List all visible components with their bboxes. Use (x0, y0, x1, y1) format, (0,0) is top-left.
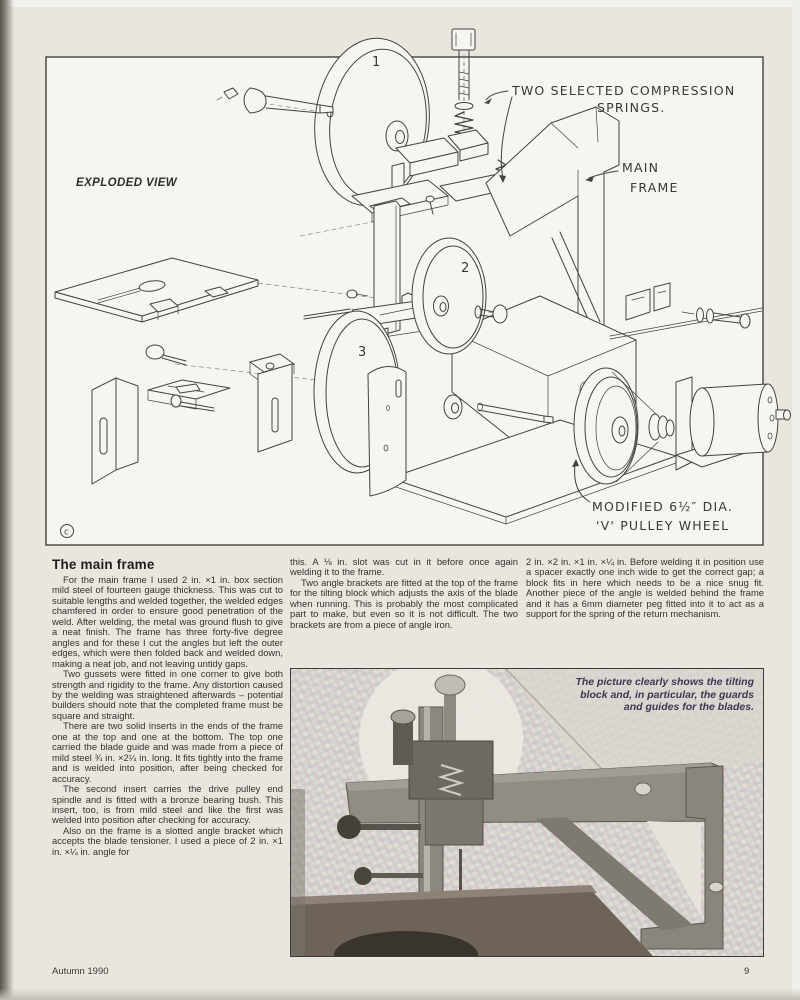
drive-axle (477, 402, 554, 424)
exploded-view-label: EXPLODED VIEW (76, 177, 178, 189)
scan-edge-bottom (0, 988, 800, 1000)
text-column-1: The main frame For the main frame I used… (52, 557, 283, 857)
scan-edge-left (0, 0, 14, 1000)
caption-line: and guides for the blades. (623, 701, 754, 713)
paragraph: Two gussets were fitted in one corner to… (52, 668, 283, 721)
wheel-axle-knob (216, 87, 334, 114)
photo-bolt-cluster (390, 674, 494, 846)
scan-edge-right (792, 0, 800, 1000)
springs-label-line2: SPRINGS. (597, 100, 665, 115)
pulley-label-line2: 'V' PULLEY WHEEL (596, 518, 729, 533)
paragraph: 2 in. ×2 in. ×1 in. ×¼ in. Before weldin… (526, 556, 764, 620)
pulley-label-line1: MODIFIED 6½″ DIA. (592, 499, 733, 514)
scan-edge-top (0, 0, 800, 7)
part-number-2: 2 (461, 261, 469, 276)
paragraph: There are two solid inserts in the ends … (52, 720, 283, 784)
part-number-1: 1 (372, 55, 380, 70)
paragraph: The second insert carries the drive pull… (52, 783, 283, 826)
hinge-plates-and-bolt (609, 282, 763, 340)
pulley-and-motor (573, 367, 791, 485)
page-number: 9 (744, 966, 750, 977)
caption-line: The picture clearly shows the tilting (575, 676, 754, 688)
text-column-3: 2 in. ×2 in. ×1 in. ×¼ in. Before weldin… (526, 556, 764, 620)
issue-date: Autumn 1990 (52, 966, 109, 977)
middle-wheel: 2 (411, 237, 508, 355)
paragraph: Two angle brackets are fitted at the top… (290, 576, 518, 630)
left-bracket-cluster (91, 344, 295, 485)
copyright-mark: c (64, 528, 69, 538)
photo-content (291, 669, 763, 956)
paragraph: this. A ⅛ in. slot was cut in it before … (290, 556, 518, 578)
photo-table (291, 789, 653, 956)
photo-caption: The picture clearly shows the tilting bl… (575, 676, 754, 714)
main-frame-label-line1: MAIN (622, 160, 659, 175)
paragraph: Also on the frame is a slotted angle bra… (52, 824, 283, 857)
text-column-2: this. A ⅛ in. slot was cut in it before … (290, 556, 518, 630)
springs-label-line1: TWO SELECTED COMPRESSION (511, 83, 735, 98)
part-number-3: 3 (358, 345, 366, 360)
article-heading: The main frame (52, 557, 155, 572)
blade-guard-plate (367, 366, 407, 497)
diagram-labels: EXPLODED VIEW TWO SELECTED COMPRESSION S… (60, 83, 735, 538)
copyright-icon (60, 524, 74, 538)
exploded-view-diagram: 1 (45, 28, 791, 546)
photo-tilting-block: The picture clearly shows the tilting bl… (290, 668, 764, 957)
photo-background-wall (506, 669, 763, 791)
article: The main frame For the main frame I used… (52, 556, 764, 969)
table-assembly (54, 257, 259, 323)
caption-line: block and, in particular, the guards (580, 688, 754, 701)
main-frame-label-line2: FRAME (630, 180, 679, 195)
paragraph: For the main frame I used 2 in. ×1 in. b… (52, 574, 283, 669)
